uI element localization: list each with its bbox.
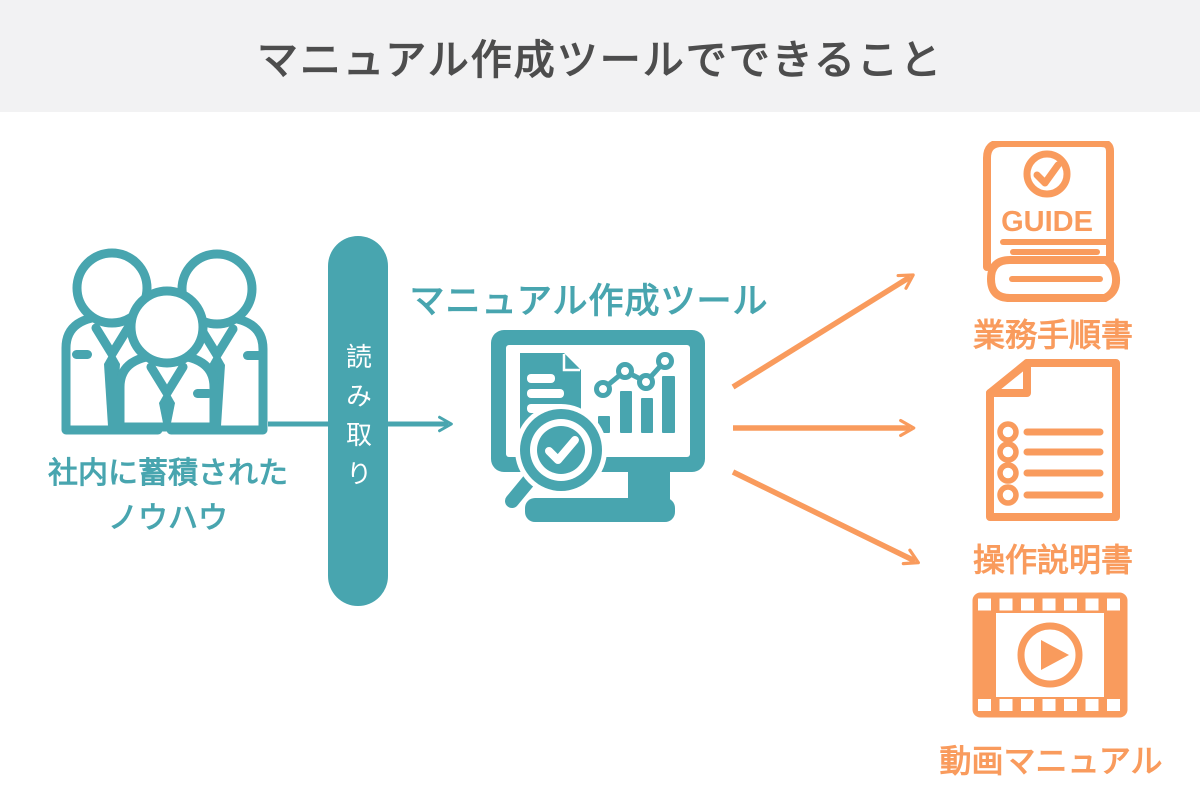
- read-pill-label: 読み取り: [342, 343, 373, 499]
- checklist-document-icon: [986, 359, 1120, 521]
- output-label-guide: 業務手順書: [972, 317, 1133, 353]
- guide-text: GUIDE: [1001, 206, 1093, 238]
- source-label-line1: 社内に蓄積された: [48, 457, 288, 490]
- read-pill: 読み取り: [328, 236, 388, 606]
- source-label-line2: ノウハウ: [108, 502, 228, 535]
- guide-book-icon: GUIDE: [983, 141, 1121, 302]
- team-icon: [61, 248, 268, 435]
- output-label-manual: 操作説明書: [972, 542, 1133, 578]
- monitor-analysis-icon: [491, 330, 705, 522]
- output-arrow-bottom: [731, 469, 920, 566]
- header-band: マニュアル作成ツールでできること: [0, 0, 1200, 112]
- source-label: 社内に蓄積された ノウハウ: [18, 451, 318, 541]
- tool-label: マニュアル作成ツール: [409, 282, 769, 321]
- film-video-icon: [972, 592, 1128, 718]
- output-label-video: 動画マニュアル: [939, 743, 1163, 779]
- output-arrow-top: [731, 273, 915, 390]
- page-title: マニュアル作成ツールでできること: [257, 37, 943, 83]
